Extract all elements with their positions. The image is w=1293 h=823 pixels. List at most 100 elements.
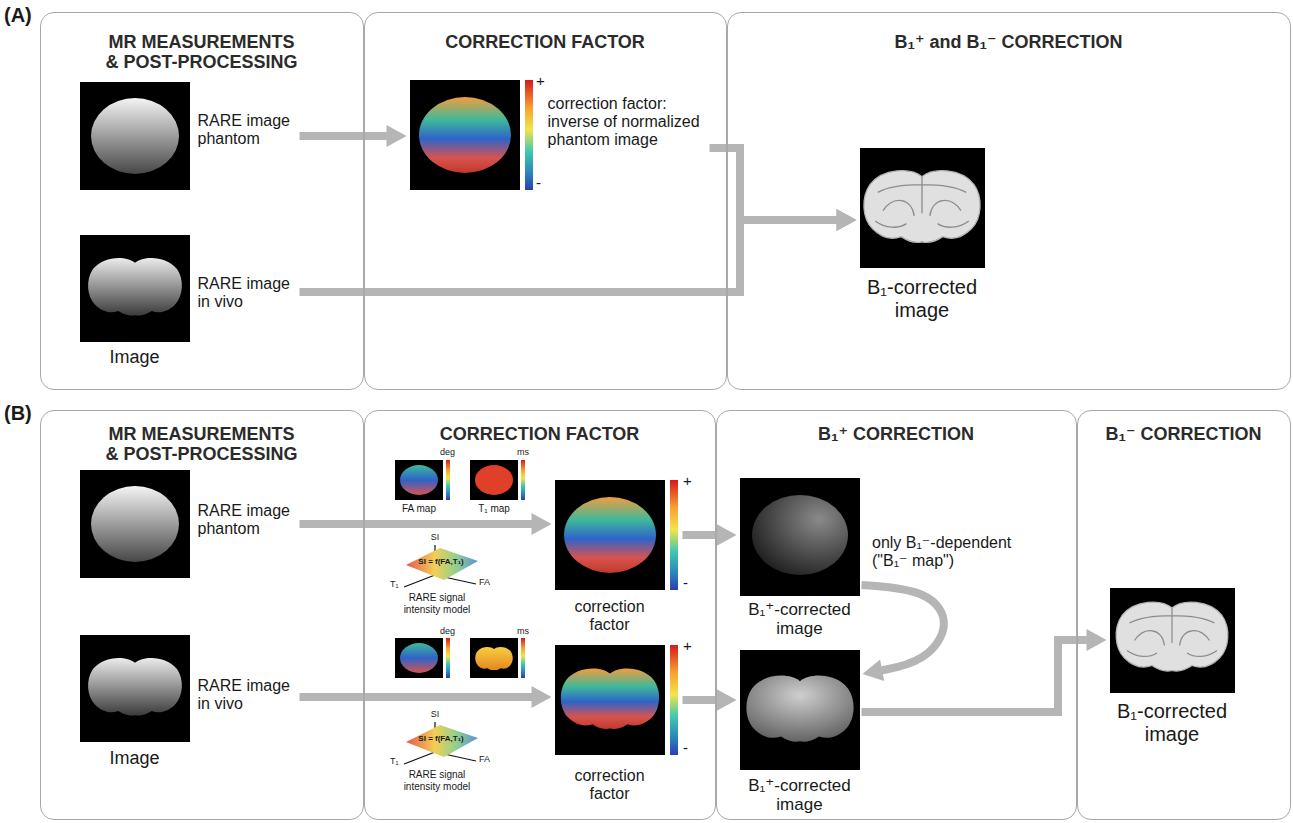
correction-field — [564, 497, 656, 573]
image-node: correction factor: inverse of normalized… — [410, 80, 708, 190]
stage-panel: B₁⁺ CORRECTIONB₁⁺-corrected imageB₁⁺-cor… — [716, 410, 1077, 820]
fa-field — [400, 643, 438, 673]
brain-signal — [88, 258, 182, 316]
stage-panel: CORRECTION FACTOR correction factor: inve… — [364, 12, 727, 390]
model-caption: RARE signal intensity model — [393, 592, 481, 615]
colorbar-unit: deg — [440, 626, 455, 636]
map-caption: FA map — [390, 503, 448, 515]
colorbar — [670, 480, 678, 590]
axis-label: T₁ — [390, 756, 399, 766]
colorbar-unit: ms — [517, 447, 529, 457]
colorbar — [446, 460, 450, 500]
colorbar-sign: - — [536, 174, 541, 191]
image-caption: RARE image in vivo — [198, 275, 298, 312]
stage-panel: CORRECTION FACTOR correction factor correc… — [364, 410, 716, 820]
panel-heading: CORRECTION FACTOR — [380, 32, 710, 53]
arrow-line — [300, 220, 841, 292]
image-node: B₁⁺-corrected image — [740, 478, 860, 639]
phantom-signal — [91, 98, 179, 174]
colorbar-sign: - — [683, 574, 688, 591]
correction-map — [555, 480, 665, 590]
arrow-head — [863, 659, 885, 681]
image-node: B₁⁺-corrected image — [740, 650, 860, 815]
phantom-signal — [91, 486, 179, 562]
arrow-head — [1087, 629, 1107, 651]
flow-arrow — [300, 513, 552, 535]
arrow-line — [300, 520, 536, 528]
brain-signal — [88, 658, 182, 716]
brain-signal — [746, 676, 853, 742]
map-caption: T₁ map — [465, 503, 523, 515]
image-caption: correction factor — [555, 598, 665, 635]
arrow-head — [837, 209, 857, 231]
t1-field — [475, 647, 513, 670]
flow-arrow — [300, 125, 407, 147]
arrow-line — [862, 585, 944, 671]
mri-image — [80, 635, 190, 742]
arrow-head — [532, 513, 552, 535]
flow-arrow — [683, 524, 737, 546]
image-caption: RARE image in vivo — [198, 677, 298, 714]
stage-panel: B₁⁻ CORRECTION B₁-corrected image — [1077, 410, 1291, 820]
arrow-line — [710, 148, 841, 220]
image-node: RARE image in vivoImage — [80, 635, 298, 775]
axis-label: FA — [479, 754, 490, 764]
t1-map — [470, 638, 518, 678]
panel-heading: B₁⁻ CORRECTION — [1089, 424, 1279, 445]
image-caption: correction factor — [555, 767, 665, 804]
model-formula: SI = f(FA,T₁) — [406, 557, 476, 566]
image-caption: Image — [80, 347, 190, 368]
arrow-line — [683, 531, 721, 539]
arrow-line — [862, 640, 1091, 712]
model-formula: SI = f(FA,T₁) — [406, 734, 476, 743]
flow-arrow — [862, 629, 1107, 712]
arrow-line — [300, 693, 536, 701]
panel-heading: CORRECTION FACTOR — [380, 424, 700, 445]
colorbar-unit: deg — [440, 447, 455, 457]
edge-label: only B₁⁻-dependent ("B₁⁻ map") — [872, 534, 1037, 571]
panel-heading: B₁⁺ CORRECTION — [731, 424, 1061, 445]
image-node: RARE image phantom — [80, 82, 298, 190]
model-surface — [406, 548, 478, 580]
t1-field — [475, 465, 513, 495]
stage-panel: MR MEASUREMENTS & POST-PROCESSING RARE im… — [40, 12, 364, 390]
mri-image — [1110, 588, 1235, 693]
colorbar-unit: ms — [517, 626, 529, 636]
image-node: correction factor — [555, 480, 681, 635]
colorbar — [521, 638, 525, 678]
arrow-head — [717, 524, 737, 546]
panel-heading: MR MEASUREMENTS & POST-PROCESSING — [102, 32, 302, 73]
image-caption: B₁⁺-corrected image — [740, 600, 860, 639]
colorbar — [670, 645, 678, 755]
flow-arrow — [862, 585, 944, 681]
mri-image — [80, 235, 190, 342]
mri-image — [80, 82, 190, 190]
fa-map — [395, 460, 443, 500]
colorbar-sign: + — [536, 72, 545, 89]
panel-letter: (A) — [4, 4, 32, 27]
corrected-brain — [864, 171, 980, 243]
model-surface — [406, 725, 478, 757]
stage-panel: B₁⁺ and B₁⁻ CORRECTIONB₁-corrected image — [727, 12, 1291, 390]
model-caption: RARE signal intensity model — [393, 769, 481, 792]
correction-map — [555, 645, 665, 755]
arrow-head — [717, 689, 737, 711]
image-node: B₁-corrected image — [860, 148, 985, 322]
corrected-brain — [1116, 602, 1228, 671]
panel-heading: MR MEASUREMENTS & POST-PROCESSING — [102, 424, 302, 465]
mri-image — [740, 650, 860, 770]
image-node: RARE image phantom — [80, 470, 298, 578]
stage-panel: MR MEASUREMENTS & POST-PROCESSING RARE im… — [40, 410, 364, 820]
correction-map — [410, 80, 520, 190]
model-axis — [404, 575, 435, 587]
image-caption: B₁⁺-corrected image — [740, 776, 860, 815]
colorbar — [525, 80, 533, 190]
image-node: B₁-corrected image — [1110, 588, 1235, 746]
image-caption: B₁-corrected image — [860, 276, 985, 322]
image-caption: B₁-corrected image — [1110, 700, 1235, 746]
mri-image — [740, 478, 860, 596]
mri-image — [80, 470, 190, 578]
colorbar — [521, 460, 525, 500]
arrow-head — [532, 686, 552, 708]
